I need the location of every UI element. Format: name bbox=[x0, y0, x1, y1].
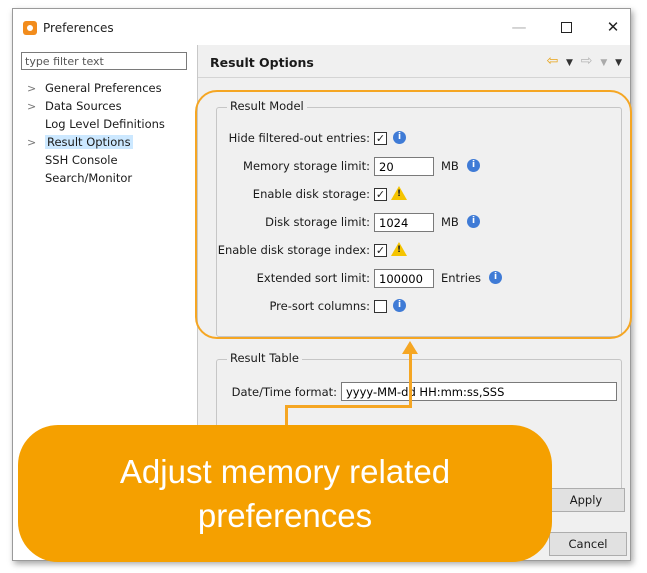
enable-disk-label: Enable disk storage: bbox=[252, 187, 370, 201]
back-dropdown-icon[interactable]: ▼ bbox=[566, 58, 573, 68]
memory-limit-label: Memory storage limit: bbox=[243, 159, 370, 173]
callout-arrowhead bbox=[402, 341, 418, 354]
cancel-button[interactable]: Cancel bbox=[549, 532, 627, 556]
info-icon: i bbox=[393, 131, 406, 144]
maximize-button[interactable] bbox=[546, 15, 586, 39]
datetime-format-label: Date/Time format: bbox=[231, 385, 337, 399]
forward-arrow-icon[interactable]: ⇨ bbox=[580, 53, 593, 69]
view-menu-icon[interactable]: ▼ bbox=[615, 58, 622, 68]
enable-disk-row: Enable disk storage: bbox=[217, 184, 370, 204]
info-icon: i bbox=[467, 159, 480, 172]
disk-limit-unit: MB bbox=[441, 215, 459, 229]
navigation-buttons: ⇦ ▼ ⇨ ▼ ▼ bbox=[542, 53, 622, 69]
tree-item-data-sources[interactable]: > Data Sources bbox=[27, 97, 165, 115]
callout-connector bbox=[409, 352, 412, 408]
result-model-highlight bbox=[195, 90, 632, 339]
warning-mark: ! bbox=[397, 189, 402, 199]
expand-arrow-icon[interactable]: > bbox=[27, 100, 37, 113]
sort-limit-unit: Entries bbox=[441, 271, 482, 285]
forward-dropdown-icon[interactable]: ▼ bbox=[600, 58, 608, 68]
preference-tree: > General Preferences > Data Sources Log L… bbox=[27, 79, 165, 187]
maximize-icon bbox=[560, 22, 572, 33]
callout-bubble: Adjust memory related preferences bbox=[18, 425, 552, 562]
enable-disk-index-label: Enable disk storage index: bbox=[217, 243, 370, 257]
close-button[interactable]: ✕ bbox=[606, 18, 620, 36]
expand-arrow-icon[interactable]: > bbox=[27, 82, 37, 95]
app-icon bbox=[23, 21, 37, 35]
page-header: Result Options ⇦ ▼ ⇨ ▼ ▼ bbox=[198, 45, 630, 78]
result-table-legend: Result Table bbox=[227, 351, 302, 365]
warning-mark: ! bbox=[397, 245, 402, 255]
memory-limit-row: Memory storage limit: bbox=[217, 156, 370, 176]
title-bar: Preferences — ✕ bbox=[13, 9, 630, 45]
tree-item-label: Search/Monitor bbox=[45, 171, 133, 185]
tree-item-label: Log Level Definitions bbox=[45, 117, 165, 131]
hide-filtered-checkbox[interactable]: ✓ bbox=[374, 132, 387, 145]
tree-item-label: General Preferences bbox=[45, 81, 162, 95]
presort-checkbox[interactable] bbox=[374, 300, 387, 313]
hide-filtered-label: Hide filtered-out entries: bbox=[228, 131, 370, 145]
filter-input[interactable] bbox=[21, 52, 187, 70]
datetime-format-row: Date/Time format: bbox=[225, 382, 337, 402]
hide-filtered-row: Hide filtered-out entries: bbox=[217, 128, 370, 148]
page-title: Result Options bbox=[210, 55, 314, 70]
enable-disk-checkbox[interactable]: ✓ bbox=[374, 188, 387, 201]
sort-limit-input[interactable] bbox=[374, 269, 434, 288]
apply-button[interactable]: Apply bbox=[547, 488, 625, 512]
enable-disk-index-row: Enable disk storage index: bbox=[217, 240, 370, 260]
presort-label: Pre-sort columns: bbox=[269, 299, 370, 313]
enable-disk-index-checkbox[interactable]: ✓ bbox=[374, 244, 387, 257]
tree-item-search-monitor[interactable]: Search/Monitor bbox=[27, 169, 165, 187]
info-icon: i bbox=[489, 271, 502, 284]
warning-icon: ! bbox=[391, 186, 407, 200]
result-model-group: Result Model Hide filtered-out entries: … bbox=[216, 99, 622, 337]
sort-limit-label: Extended sort limit: bbox=[256, 271, 370, 285]
callout-text: Adjust memory related preferences bbox=[119, 452, 451, 534]
disk-limit-row: Disk storage limit: bbox=[217, 212, 370, 232]
callout-connector bbox=[285, 405, 412, 408]
memory-limit-unit: MB bbox=[441, 159, 459, 173]
tree-item-ssh-console[interactable]: SSH Console bbox=[27, 151, 165, 169]
tree-item-log-level-definitions[interactable]: Log Level Definitions bbox=[27, 115, 165, 133]
tree-item-label: Result Options bbox=[45, 135, 133, 149]
disk-limit-input[interactable] bbox=[374, 213, 434, 232]
tree-item-label: SSH Console bbox=[45, 153, 118, 167]
window-title: Preferences bbox=[43, 21, 114, 35]
tree-item-result-options[interactable]: > Result Options bbox=[27, 133, 165, 151]
warning-icon: ! bbox=[391, 242, 407, 256]
tree-item-general-preferences[interactable]: > General Preferences bbox=[27, 79, 165, 97]
tree-item-label: Data Sources bbox=[45, 99, 122, 113]
minimize-button[interactable]: — bbox=[511, 18, 527, 36]
disk-limit-label: Disk storage limit: bbox=[265, 215, 370, 229]
sort-limit-row: Extended sort limit: bbox=[217, 268, 370, 288]
callout-connector bbox=[285, 405, 288, 427]
datetime-format-input[interactable] bbox=[341, 382, 617, 401]
info-icon: i bbox=[467, 215, 480, 228]
expand-arrow-icon[interactable]: > bbox=[27, 136, 37, 149]
memory-limit-input[interactable] bbox=[374, 157, 434, 176]
info-icon: i bbox=[393, 299, 406, 312]
presort-row: Pre-sort columns: bbox=[217, 296, 370, 316]
result-model-legend: Result Model bbox=[227, 99, 307, 113]
back-arrow-icon[interactable]: ⇦ bbox=[546, 53, 559, 69]
